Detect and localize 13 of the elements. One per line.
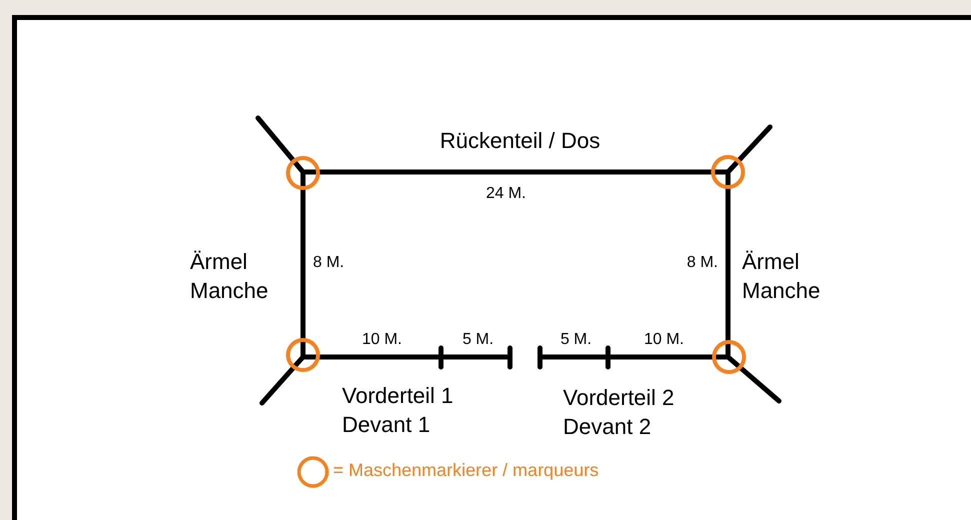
legend-text: = Maschenmarkierer / marqueurs <box>333 460 599 481</box>
part-label: Rückenteil / Dos <box>438 127 602 155</box>
part-label: Vorderteil 1 Devant 1 <box>342 382 454 439</box>
part-label: 10 M. <box>642 330 685 350</box>
part-label: Vorderteil 2 Devant 2 <box>563 384 676 441</box>
part-label: 8 M. <box>686 253 718 273</box>
part-label: 8 M. <box>313 253 346 273</box>
part-label: Ärmel Manche <box>190 248 270 305</box>
part-label: Ärmel Manche <box>742 248 822 305</box>
part-label: 5 M. <box>461 330 495 350</box>
part-label: 24 M. <box>484 184 527 204</box>
part-label: 10 M. <box>360 330 403 350</box>
part-label: 5 M. <box>559 330 593 350</box>
